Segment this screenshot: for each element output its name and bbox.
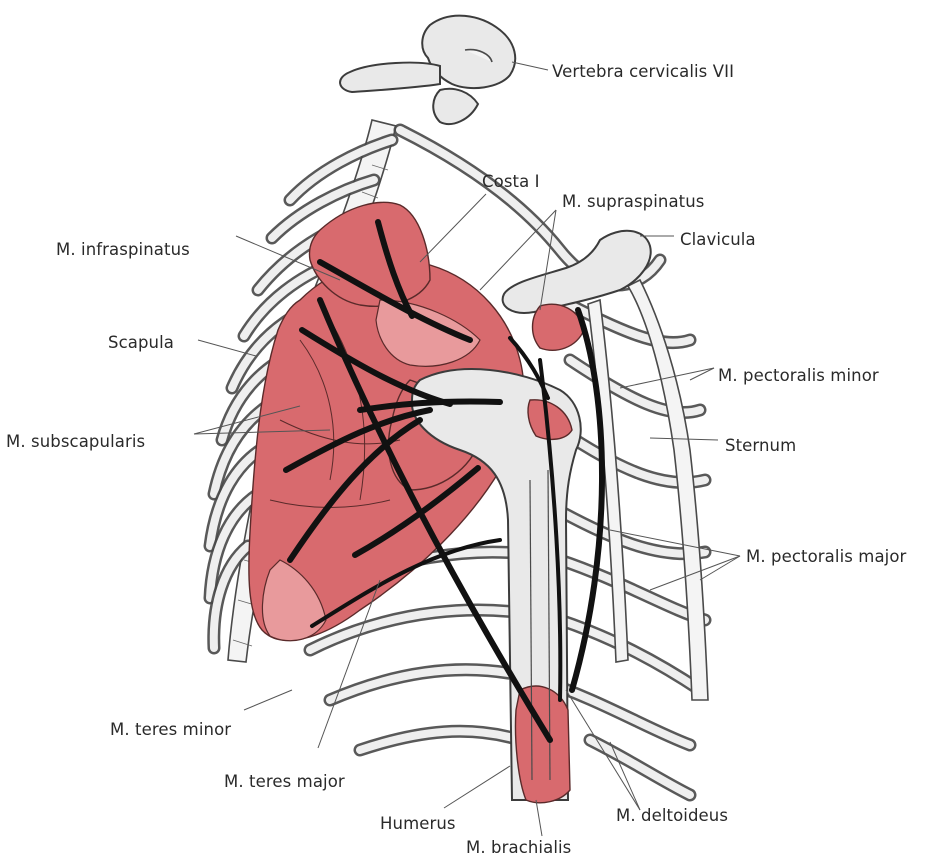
label-humerus: Humerus (380, 814, 456, 833)
label-subscapularis: M. subscapularis (6, 432, 145, 451)
label-teres-major: M. teres major (224, 772, 345, 791)
cervical-vertebra (340, 16, 515, 124)
label-pectoralis-minor: M. pectoralis minor (718, 366, 879, 385)
label-infraspinatus: M. infraspinatus (56, 240, 190, 259)
label-pectoralis-major: M. pectoralis major (746, 547, 906, 566)
label-vertebra-cervicalis: Vertebra cervicalis VII (552, 62, 734, 81)
label-scapula: Scapula (108, 333, 174, 352)
label-brachialis: M. brachialis (466, 838, 571, 857)
label-supraspinatus: M. supraspinatus (562, 192, 705, 211)
label-sternum: Sternum (725, 436, 796, 455)
label-deltoideus: M. deltoideus (616, 806, 728, 825)
label-teres-minor: M. teres minor (110, 720, 231, 739)
label-costa: Costa I (482, 172, 540, 191)
label-clavicula: Clavicula (680, 230, 756, 249)
